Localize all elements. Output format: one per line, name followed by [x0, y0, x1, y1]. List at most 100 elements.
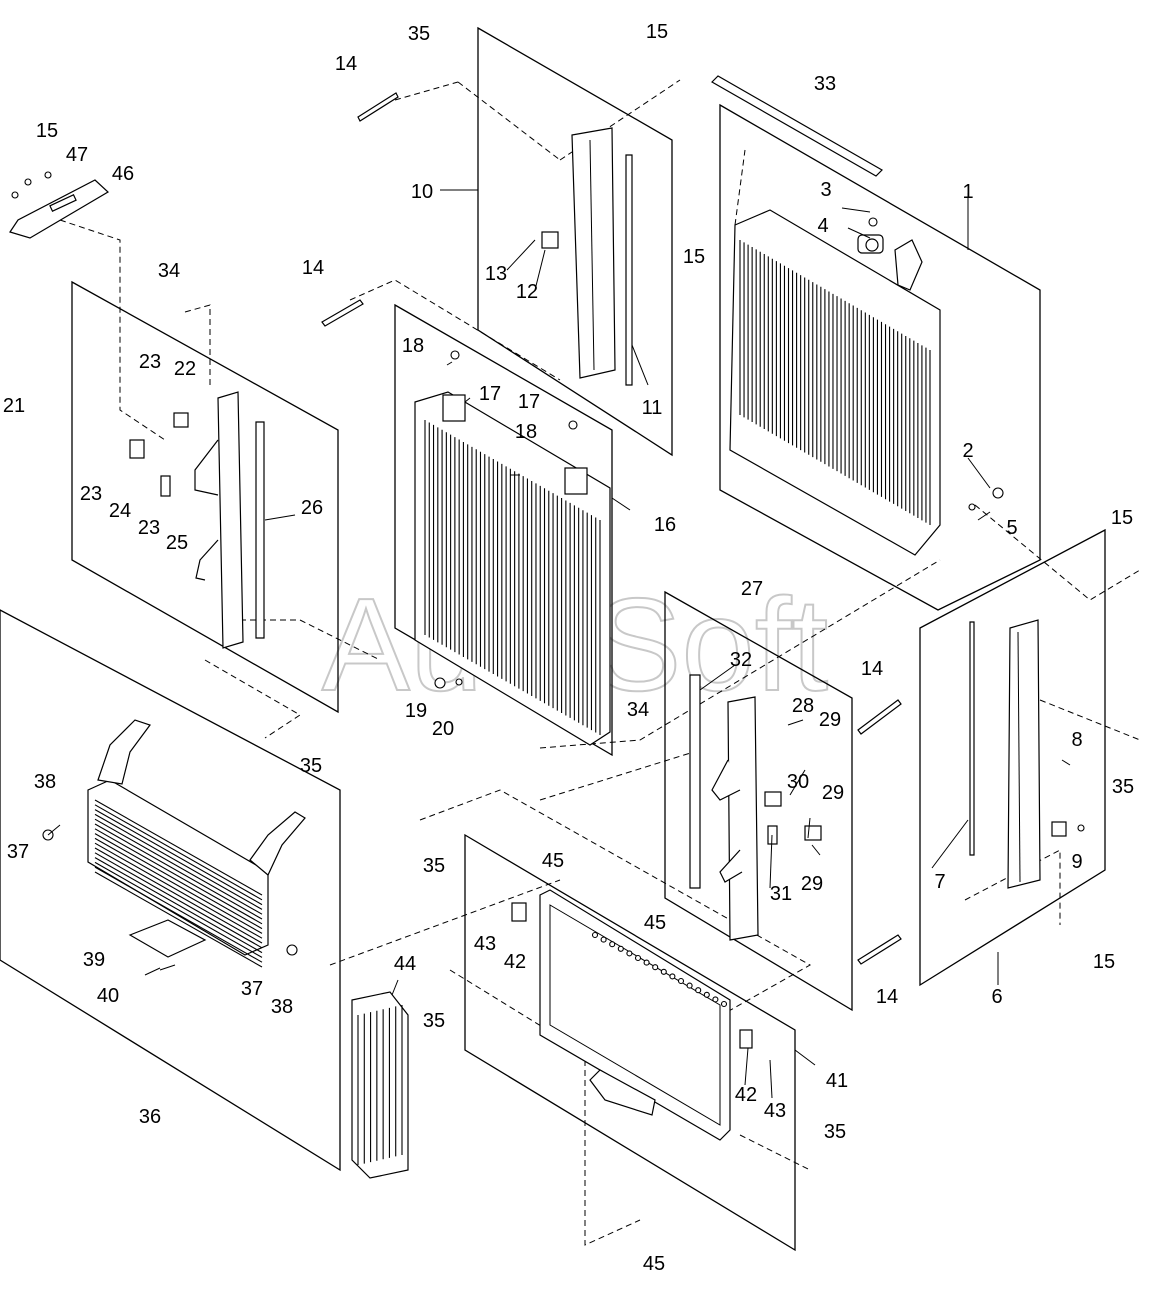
callout-27: 27	[741, 578, 763, 600]
oil-cooler-44	[351, 991, 409, 1179]
bottom-plate-39	[128, 919, 207, 958]
top-bracket-10	[541, 127, 633, 386]
callout-21: 21	[3, 395, 25, 417]
callout-13: 13	[485, 263, 507, 285]
callout-15e: 15	[1093, 951, 1115, 973]
callout-42b: 42	[735, 1084, 757, 1106]
callout-47: 47	[66, 144, 88, 166]
callout-1: 1	[962, 181, 973, 203]
callout-35f: 35	[824, 1121, 846, 1143]
mounting-hole	[695, 987, 702, 994]
callout-14c: 14	[861, 658, 883, 680]
callout-30: 30	[787, 771, 809, 793]
callout-42a: 42	[504, 951, 526, 973]
callout-37b: 37	[241, 978, 263, 1000]
leader-lines	[47, 189, 1071, 1099]
center-radiator-16	[414, 350, 611, 746]
fin-line	[94, 804, 263, 901]
callout-8: 8	[1071, 729, 1082, 751]
mounting-hole	[591, 931, 599, 939]
callout-26: 26	[301, 497, 323, 519]
callout-32: 32	[730, 649, 752, 671]
callout-35c: 35	[423, 855, 445, 877]
callout-3: 3	[820, 179, 831, 201]
callout-39: 39	[83, 949, 105, 971]
callout-29c: 29	[801, 873, 823, 895]
mounting-hole	[669, 973, 676, 980]
mounting-hole	[703, 991, 710, 998]
callout-28: 28	[792, 695, 814, 717]
callout-4: 4	[817, 215, 828, 237]
callout-38b: 38	[271, 996, 293, 1018]
callout-43b: 43	[764, 1100, 786, 1122]
mounting-hole	[712, 996, 719, 1003]
callout-11: 11	[642, 397, 663, 419]
callout-35d: 35	[1112, 776, 1134, 798]
callout-34a: 34	[158, 260, 180, 282]
callout-7: 7	[934, 871, 945, 893]
callout-40: 40	[97, 985, 119, 1007]
frame-41	[511, 889, 753, 1141]
fin-line	[94, 833, 263, 930]
fin-line	[94, 809, 263, 906]
lift-bracket-46	[9, 171, 110, 239]
callout-45c: 45	[643, 1253, 665, 1275]
fin-line	[94, 871, 263, 968]
fin-line	[94, 828, 263, 925]
mounting-hole	[634, 954, 642, 962]
plate-frame-41	[464, 833, 796, 1252]
mounting-hole	[720, 1000, 728, 1008]
fin-line	[94, 866, 263, 963]
callout-14b: 14	[302, 257, 324, 279]
mounting-hole	[677, 977, 685, 985]
callout-18b: 18	[515, 421, 537, 443]
mounting-hole	[660, 968, 667, 975]
callout-18a: 18	[402, 335, 424, 357]
fin-line	[94, 823, 263, 920]
callout-25: 25	[166, 532, 188, 554]
plate-left-bracket-21	[71, 280, 339, 714]
callout-38a: 38	[34, 771, 56, 793]
plate-top-bracket-10	[477, 26, 673, 457]
callout-10: 10	[411, 181, 433, 203]
plate-main-radiator-1	[719, 103, 1041, 611]
callout-15b: 15	[36, 120, 58, 142]
callout-23c: 23	[138, 517, 160, 539]
callout-6: 6	[991, 986, 1002, 1008]
callout-22: 22	[174, 358, 196, 380]
intercooler-36	[42, 719, 306, 968]
callout-31: 31	[770, 883, 792, 905]
callout-45b: 45	[644, 912, 666, 934]
fin-line	[94, 842, 263, 939]
plate-intercooler-36	[0, 609, 341, 1172]
callout-43a: 43	[474, 933, 496, 955]
callout-14d: 14	[876, 986, 898, 1008]
callout-9: 9	[1071, 851, 1082, 873]
mounting-hole	[686, 982, 693, 989]
callout-16: 16	[654, 514, 676, 536]
mounting-hole	[626, 950, 633, 957]
vertical-seal-26	[255, 421, 265, 639]
callout-44: 44	[394, 953, 416, 975]
left-bracket-21	[129, 391, 265, 649]
callout-15c: 15	[683, 246, 705, 268]
callout-17b: 17	[518, 391, 540, 413]
callout-17a: 17	[479, 383, 501, 405]
callout-15d: 15	[1111, 507, 1133, 529]
fin-line	[94, 857, 263, 954]
fin-line	[94, 837, 263, 934]
callout-35e: 35	[423, 1010, 445, 1032]
top-seal-strip-33	[711, 75, 883, 177]
callout-20: 20	[432, 718, 454, 740]
main-radiator-1	[729, 209, 1004, 556]
mounting-hole	[643, 959, 650, 966]
callout-35a: 35	[408, 23, 430, 45]
callout-35b: 35	[300, 755, 322, 777]
callout-23a: 23	[139, 351, 161, 373]
mounting-hole	[652, 964, 659, 971]
mounting-hole	[600, 936, 607, 943]
vertical-seal-32	[689, 674, 701, 889]
callout-14a: 14	[335, 53, 357, 75]
plate-side-bracket-27	[664, 590, 853, 1012]
